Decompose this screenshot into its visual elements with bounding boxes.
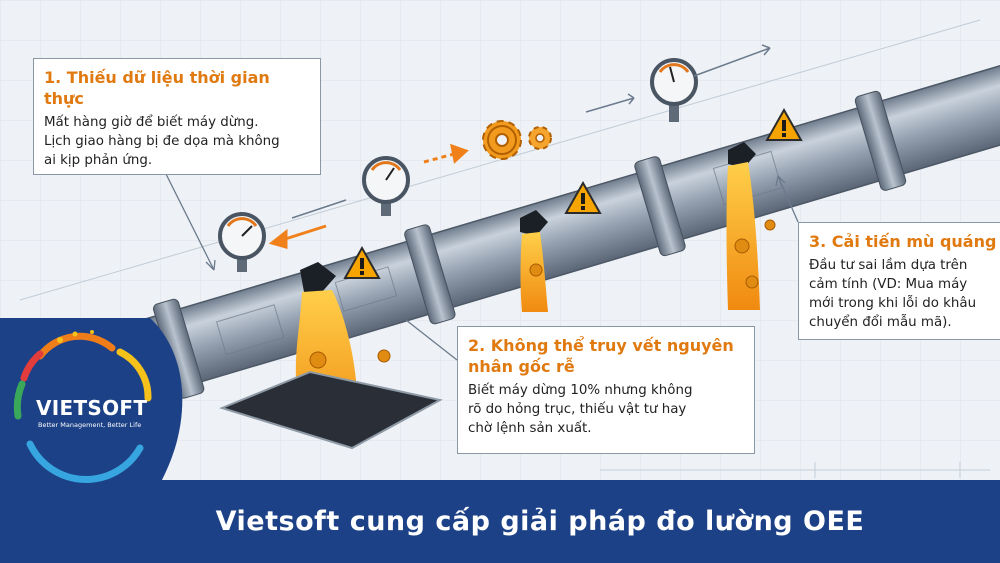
callout-line: cảm tính (VD: Mua máy — [809, 277, 968, 292]
callout-leaders — [165, 173, 799, 361]
logo-tagline: Better Management, Better Life — [38, 421, 142, 429]
callout-line: ai kịp phản ứng. — [44, 153, 153, 168]
warning-icons — [343, 107, 803, 279]
callout-title-line: 2. Không thể truy vết nguyên — [468, 336, 734, 355]
callout-line: Đầu tư sai lầm dựa trên — [809, 258, 968, 273]
callout-blind-improvement: 3. Cải tiến mù quáng Đầu tư sai lầm dựa … — [798, 222, 1000, 340]
callout-line: chờ lệnh sản xuất. — [468, 421, 592, 436]
gear-icons — [482, 120, 552, 160]
leaks — [219, 162, 776, 450]
callout-line: Lịch giao hàng bị đe dọa mà không — [44, 134, 280, 149]
callout-line: mới trong khi lỗi do khâu — [809, 296, 977, 311]
callout-body: Đầu tư sai lầm dựa trên cảm tính (VD: Mu… — [809, 256, 990, 332]
callout-line: Biết máy dừng 10% nhưng không — [468, 383, 693, 398]
banner-text: Vietsoft cung cấp giải pháp đo lường OEE — [215, 506, 865, 537]
pipe-cracks — [300, 142, 756, 292]
callout-body: Mất hàng giờ để biết máy dừng. Lịch giao… — [44, 113, 310, 170]
callout-root-cause: 2. Không thể truy vết nguyên nhân gốc rễ… — [457, 326, 755, 454]
callout-body: Biết máy dừng 10% nhưng không rõ do hỏng… — [468, 381, 744, 438]
callout-realtime-data: 1. Thiếu dữ liệu thời gian thực Mất hàng… — [33, 58, 321, 175]
vietsoft-logo — [0, 318, 183, 498]
callout-line: rõ do hỏng trục, thiếu vật tư hay — [468, 402, 687, 417]
callout-title: 3. Cải tiến mù quáng — [809, 232, 997, 251]
callout-title: 1. Thiếu dữ liệu thời gian thực — [44, 68, 270, 108]
flow-arrows — [268, 44, 771, 249]
callout-title-line: nhân gốc rễ — [468, 357, 575, 376]
callout-line: chuyển đổi mẫu mã). — [809, 315, 952, 330]
pressure-gauges — [218, 58, 698, 272]
logo-name: VIETSOFT — [36, 396, 148, 420]
bottom-banner: Vietsoft cung cấp giải pháp đo lường OEE — [0, 480, 1000, 563]
callout-line: Mất hàng giờ để biết máy dừng. — [44, 115, 259, 130]
callout-title: 2. Không thể truy vết nguyên nhân gốc rễ — [468, 335, 744, 377]
